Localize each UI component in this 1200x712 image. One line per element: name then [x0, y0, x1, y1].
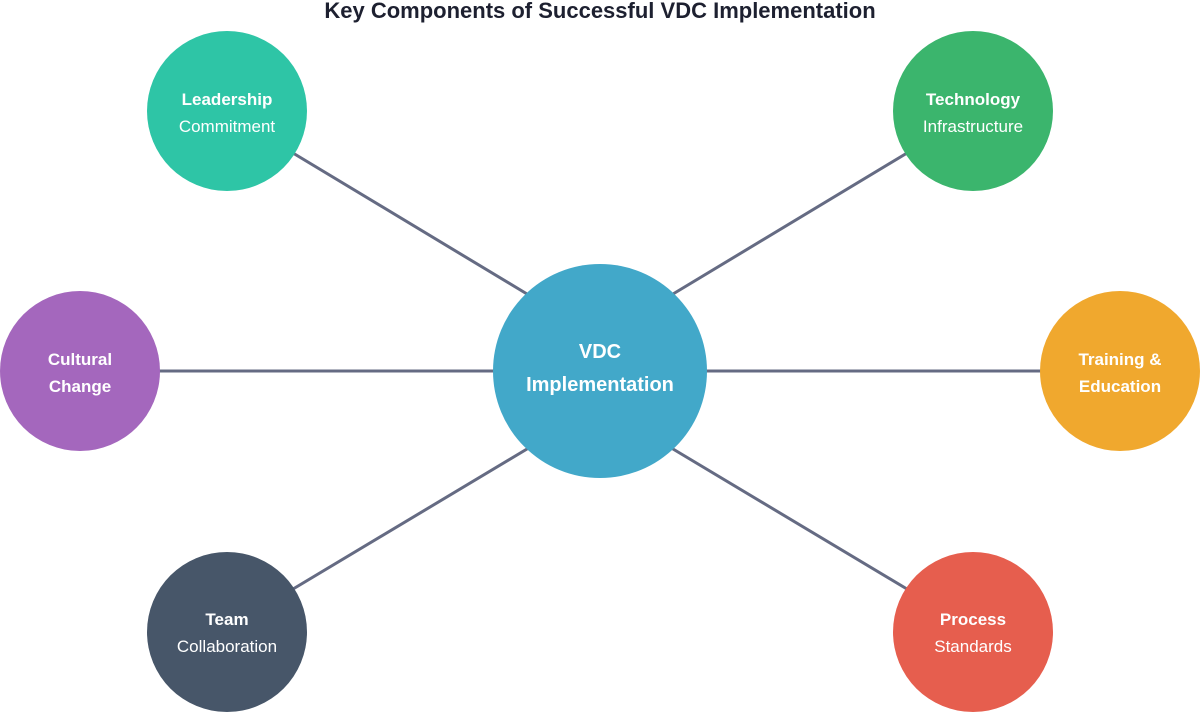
node-team: Team Collaboration: [147, 552, 307, 712]
connector-team: [266, 444, 534, 606]
node-leadership-circle: [147, 31, 307, 191]
node-leadership-label-line2: Commitment: [179, 117, 276, 136]
node-training-education-circle: [1040, 291, 1200, 451]
node-training-education-label-line2: Education: [1079, 377, 1161, 396]
node-technology-circle: [893, 31, 1053, 191]
node-cultural-change: Cultural Change: [0, 291, 160, 451]
node-leadership: Leadership Commitment: [147, 31, 307, 191]
node-team-label-line1: Team: [205, 610, 248, 629]
node-technology-label-line1: Technology: [926, 90, 1021, 109]
node-training-education: Training & Education: [1040, 291, 1200, 451]
center-node-circle: [493, 264, 707, 478]
connector-lines: [132, 136, 1068, 606]
center-node-label-line2: Implementation: [526, 374, 674, 396]
node-technology: Technology Infrastructure: [893, 31, 1053, 191]
node-cultural-change-circle: [0, 291, 160, 451]
node-technology-label-line2: Infrastructure: [923, 117, 1023, 136]
node-process-circle: [893, 552, 1053, 712]
node-training-education-label-line1: Training &: [1078, 350, 1161, 369]
node-process: Process Standards: [893, 552, 1053, 712]
node-leadership-label-line1: Leadership: [182, 90, 273, 109]
node-team-label-line2: Collaboration: [177, 637, 277, 656]
node-team-circle: [147, 552, 307, 712]
connector-technology: [666, 136, 934, 299]
connector-leadership: [266, 136, 534, 299]
connector-process: [666, 444, 934, 606]
node-cultural-change-label-line2: Change: [49, 377, 111, 396]
node-process-label-line1: Process: [940, 610, 1006, 629]
center-node: VDC Implementation: [493, 264, 707, 478]
diagram-title: Key Components of Successful VDC Impleme…: [324, 0, 875, 23]
node-cultural-change-label-line1: Cultural: [48, 350, 112, 369]
center-node-label-line1: VDC: [579, 341, 621, 363]
node-process-label-line2: Standards: [934, 637, 1012, 656]
